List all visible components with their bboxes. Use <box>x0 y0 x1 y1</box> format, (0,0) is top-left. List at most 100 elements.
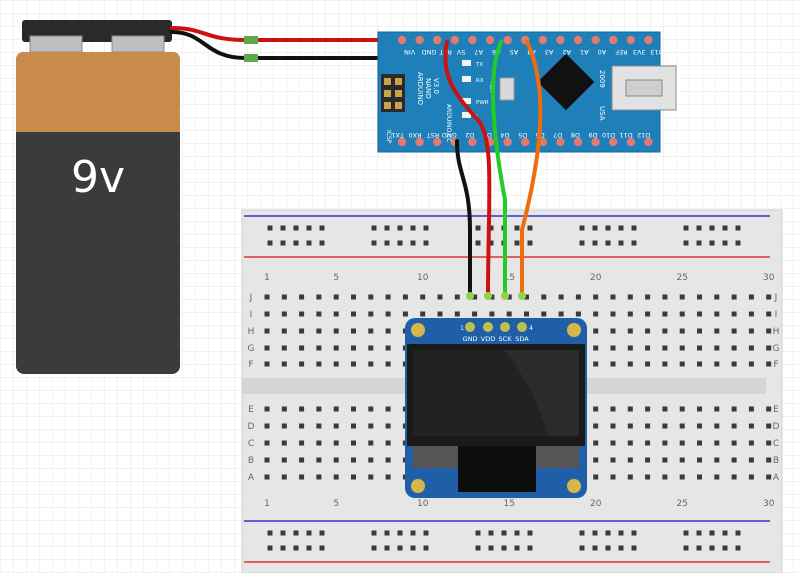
breadboard-hole <box>709 240 715 246</box>
breadboard-hole <box>267 530 273 536</box>
breadboard-hole <box>368 423 374 429</box>
breadboard-hole <box>397 530 403 536</box>
breadboard-hole <box>593 423 599 429</box>
icsp-pin <box>395 90 402 97</box>
breadboard-row-label-left: D <box>248 422 255 432</box>
breadboard-hole <box>514 240 520 246</box>
breadboard-hole <box>579 225 585 231</box>
breadboard-hole <box>697 457 702 463</box>
breadboard-row-label-right: I <box>775 310 778 320</box>
breadboard-hole <box>748 457 754 463</box>
breadboard-hole <box>281 457 287 463</box>
breadboard-hole <box>384 545 390 551</box>
arduino-bottom-pad <box>609 137 618 147</box>
breadboard-hole <box>281 440 287 446</box>
breadboard-hole <box>631 545 637 551</box>
breadboard-hole <box>714 345 720 351</box>
arduino-bottom-pin-label: D7 <box>553 131 562 139</box>
breadboard-hole <box>766 457 772 463</box>
breadboard-row-label-right: H <box>773 327 780 337</box>
board-country: USA <box>598 106 606 121</box>
icsp-pin <box>384 90 391 97</box>
arduino-bottom-pad <box>644 137 653 147</box>
battery-wires <box>170 26 437 62</box>
breadboard-hole <box>319 225 325 231</box>
breadboard-hole <box>645 474 651 480</box>
breadboard-hole <box>662 406 668 412</box>
breadboard-hole <box>766 294 772 300</box>
breadboard-hole <box>281 406 287 412</box>
breadboard-hole <box>385 406 391 412</box>
breadboard-hole <box>267 240 273 246</box>
breadboard-hole <box>714 361 720 367</box>
arduino-bottom-pin-label: D8 <box>571 131 580 139</box>
arduino-bottom-pad <box>591 137 600 147</box>
breadboard-hole <box>592 240 598 246</box>
breadboard-hole <box>293 240 299 246</box>
breadboard-hole <box>679 311 685 317</box>
breadboard-hole <box>645 311 651 317</box>
breadboard-hole <box>697 406 702 412</box>
breadboard-hole <box>316 406 322 412</box>
breadboard-hole <box>385 474 391 480</box>
breadboard-hole <box>645 457 651 463</box>
breadboard-hole <box>351 345 356 351</box>
breadboard-row-label-left: F <box>248 360 253 370</box>
breadboard-hole <box>410 240 416 246</box>
breadboard-hole <box>506 294 512 300</box>
breadboard-row-label-right: D <box>773 422 780 432</box>
breadboard-hole <box>662 328 668 334</box>
breadboard-hole <box>299 361 305 367</box>
breadboard-hole <box>489 294 495 300</box>
arduino-bottom-pad <box>433 137 442 147</box>
arduino-top-pad <box>591 35 600 45</box>
breadboard-hole <box>385 440 391 446</box>
breadboard-hole <box>748 440 754 446</box>
breadboard-hole <box>662 294 668 300</box>
breadboard-hole <box>627 474 633 480</box>
breadboard-hole <box>368 311 374 317</box>
breadboard-hole <box>306 240 312 246</box>
breadboard-hole <box>514 225 520 231</box>
breadboard-hole <box>679 328 685 334</box>
breadboard-hole <box>722 545 728 551</box>
arduino-top-pad <box>573 35 583 45</box>
breadboard-hole <box>385 294 391 300</box>
wire-scl-green <box>491 40 507 298</box>
breadboard-hole <box>514 530 520 536</box>
breadboard-hole <box>645 361 651 367</box>
arduino-top-pad <box>644 35 653 45</box>
breadboard-row-label-left: I <box>250 310 253 320</box>
arduino-bottom-pin-label: D12 <box>637 131 650 139</box>
arduino-bottom-pad <box>521 137 530 147</box>
breadboard-hole <box>410 545 416 551</box>
breadboard-hole <box>627 457 633 463</box>
breadboard-hole <box>618 240 624 246</box>
oled-flex-cable <box>458 446 536 492</box>
breadboard-hole <box>281 423 287 429</box>
breadboard-hole <box>299 311 305 317</box>
breadboard-hole <box>627 361 633 367</box>
breadboard-hole <box>697 361 702 367</box>
arduino-bottom-pin-label: D9 <box>588 131 597 139</box>
breadboard-hole <box>627 440 633 446</box>
breadboard-hole <box>454 294 460 300</box>
breadboard-hole <box>645 423 651 429</box>
board-name-line4: ARDUINO.CC <box>445 104 452 142</box>
arduino-top-pad <box>450 35 459 45</box>
oled-screen-reflection <box>505 350 579 436</box>
arduino-bottom-pad <box>415 137 424 147</box>
breadboard-hole <box>709 225 715 231</box>
breadboard-hole <box>264 406 270 412</box>
breadboard-hole <box>488 545 494 551</box>
breadboard-hole <box>397 225 403 231</box>
breadboard-hole <box>592 530 598 536</box>
breadboard-hole <box>316 474 322 480</box>
breadboard-hole <box>351 294 356 300</box>
arduino-top-pad <box>485 35 495 45</box>
breadboard-hole <box>662 474 668 480</box>
breadboard-hole <box>575 294 581 300</box>
arduino-top-pad <box>433 35 442 45</box>
oled-pin-label: SCK <box>499 335 513 343</box>
